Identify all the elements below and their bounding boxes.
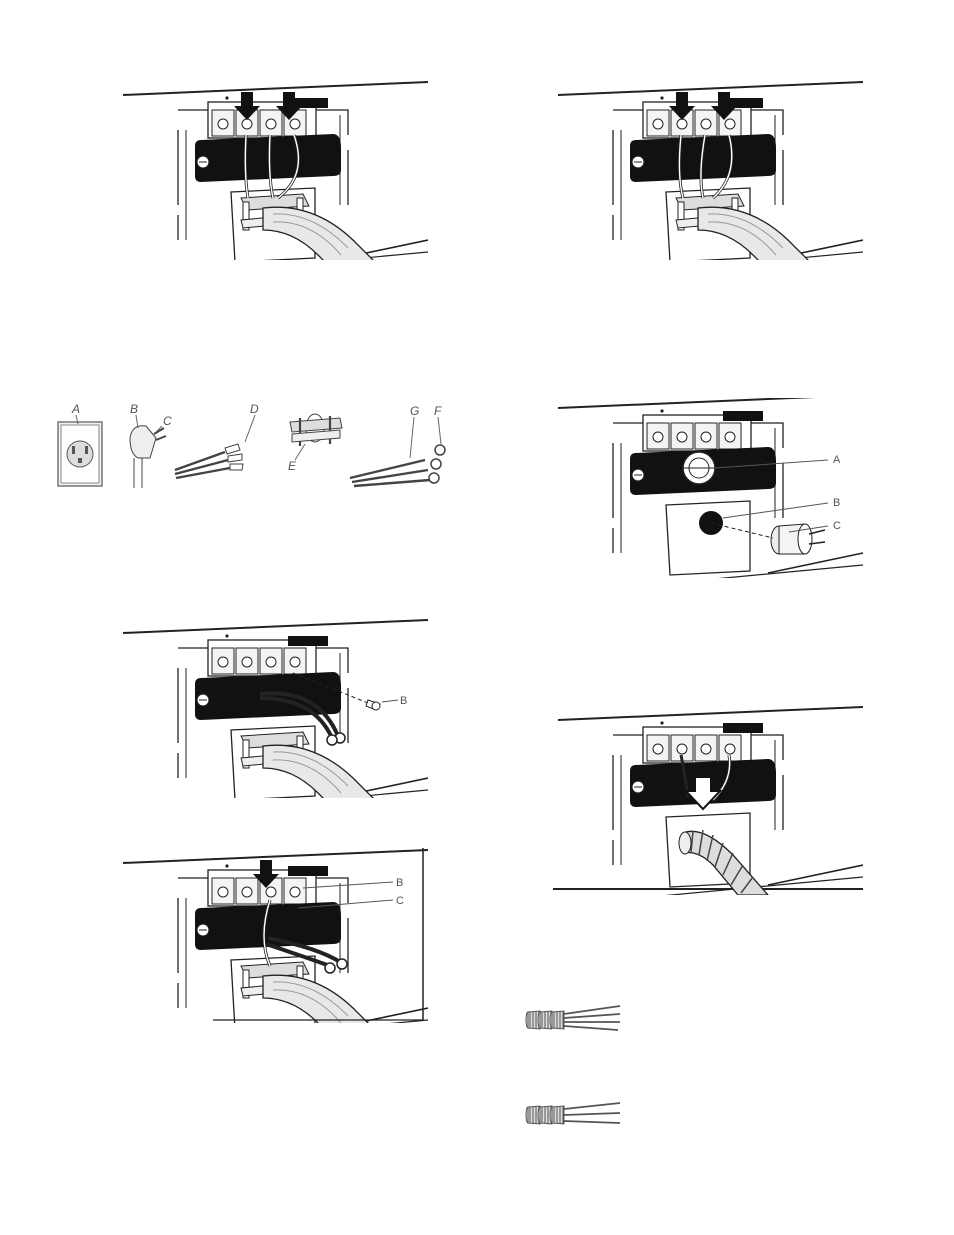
figure-conduit-installed xyxy=(553,705,863,895)
figure-neutral-connection: B C xyxy=(118,848,428,1023)
figure-wire-twist-1 xyxy=(520,1000,630,1040)
strain-relief-clamp-icon xyxy=(289,413,343,446)
flexible-conduit-icon xyxy=(678,829,769,895)
ground-label-b: B xyxy=(400,695,407,707)
parts-label-f: F xyxy=(434,404,442,418)
ring-terminal-wires-icon xyxy=(349,444,446,488)
parts-label-b: B xyxy=(130,402,138,416)
power-plug-icon xyxy=(129,425,167,488)
conduit-label-b: B xyxy=(833,497,840,509)
parts-label-e: E xyxy=(288,459,297,473)
parts-label-g: G xyxy=(410,404,419,418)
figure-ground-screw: B xyxy=(118,618,428,798)
figure-3wire-connection xyxy=(118,80,428,260)
spade-terminal-wires-icon xyxy=(174,443,244,480)
parts-label-a: A xyxy=(71,402,80,416)
parts-label-c: C xyxy=(163,414,172,428)
conduit-label-c: C xyxy=(833,520,841,532)
outlet-icon xyxy=(57,421,103,487)
figure-conduit-fitting: A B C xyxy=(553,398,873,578)
figure-parts: A B C D E xyxy=(50,398,460,498)
neutral-label-b: B xyxy=(396,877,403,889)
parts-label-d: D xyxy=(250,402,259,416)
conduit-connector-icon xyxy=(770,523,826,555)
figure-4wire-connection xyxy=(553,80,863,260)
conduit-label-a: A xyxy=(833,454,841,466)
figure-wire-twist-2 xyxy=(520,1095,630,1135)
screw-icon xyxy=(365,699,381,711)
neutral-label-c: C xyxy=(396,895,404,907)
